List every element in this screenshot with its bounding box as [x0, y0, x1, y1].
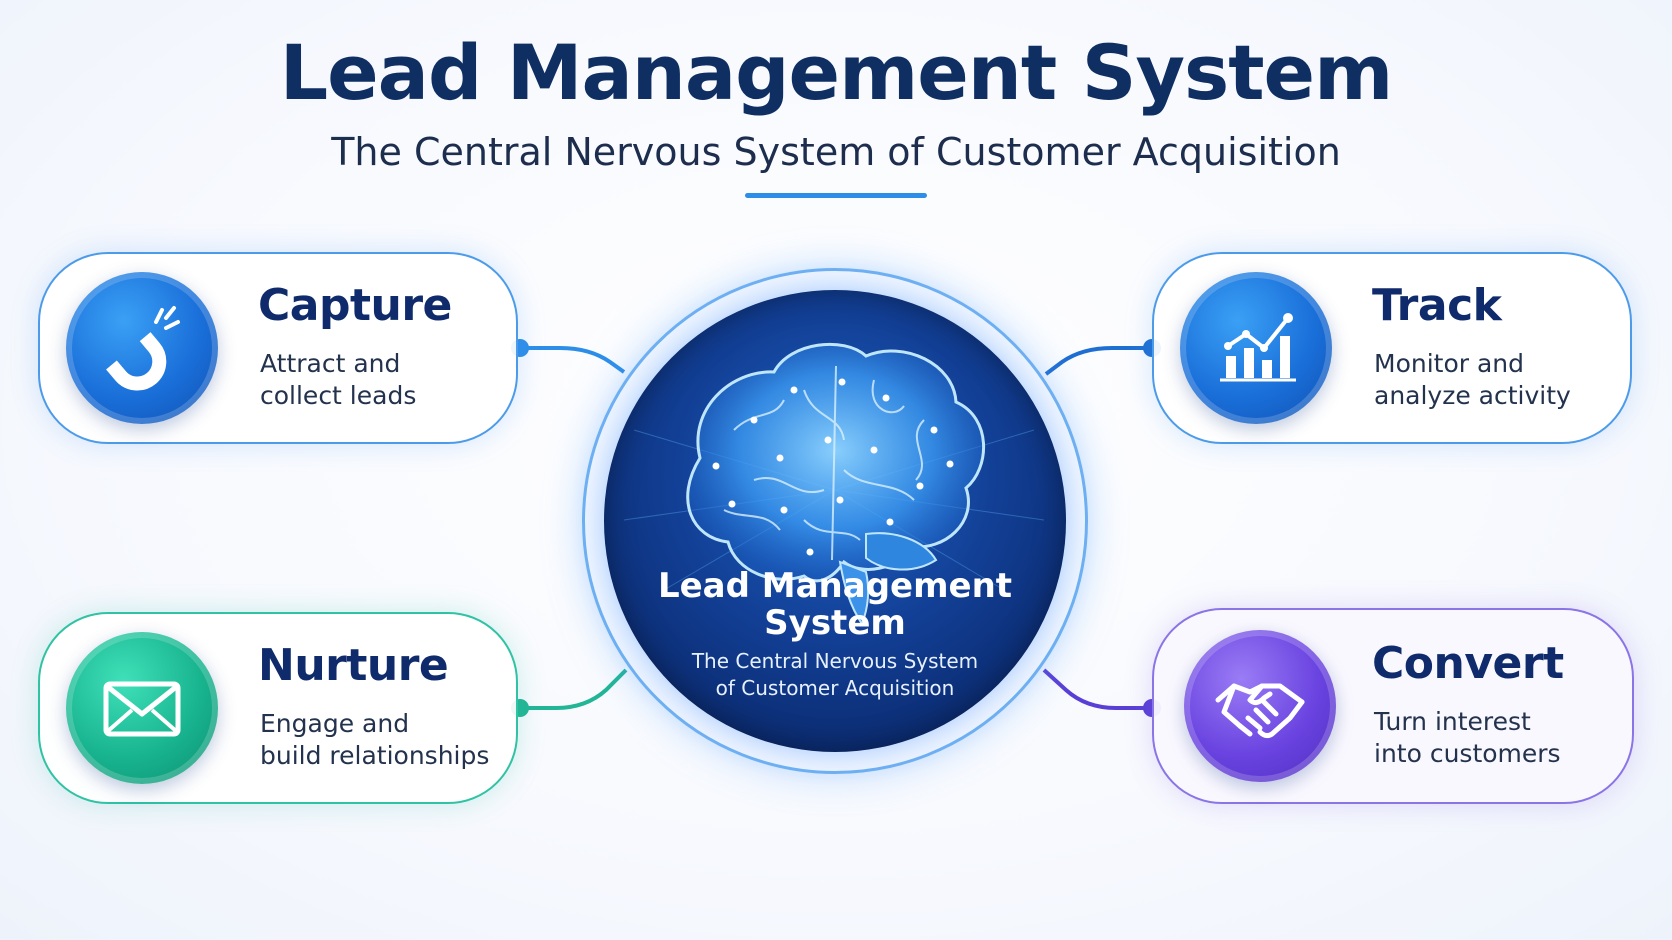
nurture-desc-line1: Engage and: [260, 709, 410, 738]
hub-subtitle-line2: of Customer Acquisition: [715, 676, 955, 700]
hub-circle: Lead Management System The Central Nervo…: [604, 290, 1066, 752]
chart-icon: [1220, 313, 1296, 382]
stage-card-track: Track Monitor and analyze activity: [1152, 252, 1632, 444]
convert-title: Convert: [1372, 638, 1564, 689]
hub-title-line1: Lead Management: [657, 566, 1013, 606]
capture-badge: [66, 272, 218, 424]
track-title: Track: [1372, 280, 1502, 331]
page-subtitle: The Central Nervous System of Customer A…: [331, 130, 1341, 174]
capture-desc-line1: Attract and: [260, 349, 401, 378]
handshake-icon: [1215, 683, 1305, 739]
connector-convert: [1042, 668, 1152, 710]
stage-card-nurture: Nurture Engage and build relationships: [38, 612, 518, 804]
track-desc-line1: Monitor and: [1374, 349, 1525, 378]
title-divider: [745, 193, 927, 198]
track-desc-line2: analyze activity: [1374, 381, 1571, 410]
convert-desc-line1: Turn interest: [1374, 707, 1531, 736]
nurture-title: Nurture: [258, 640, 449, 691]
track-badge: [1180, 272, 1332, 424]
brain-icon: [623, 342, 1045, 627]
connector-capture: [520, 346, 626, 374]
magnet-icon: [106, 306, 180, 391]
envelope-icon: [103, 681, 181, 737]
track-description: Monitor and analyze activity: [1374, 348, 1624, 412]
capture-title: Capture: [258, 280, 452, 331]
stage-card-convert: Convert Turn interest into customers: [1152, 608, 1634, 804]
nurture-desc-line2: build relationships: [260, 741, 490, 770]
hub-title: Lead Management System: [604, 568, 1066, 642]
capture-desc-line2: collect leads: [260, 381, 417, 410]
hub-title-line2: System: [764, 603, 906, 643]
connector-nurture: [520, 668, 628, 710]
convert-badge: [1184, 630, 1336, 782]
hub-subtitle: The Central Nervous System of Customer A…: [604, 648, 1066, 702]
page-title: Lead Management System: [279, 28, 1394, 117]
nurture-badge: [66, 632, 218, 784]
nurture-description: Engage and build relationships: [260, 708, 510, 772]
convert-desc-line2: into customers: [1374, 739, 1561, 768]
hub-subtitle-line1: The Central Nervous System: [691, 649, 979, 673]
capture-description: Attract and collect leads: [260, 348, 510, 412]
convert-description: Turn interest into customers: [1374, 706, 1624, 770]
connector-track: [1044, 346, 1152, 376]
stage-card-capture: Capture Attract and collect leads: [38, 252, 518, 444]
